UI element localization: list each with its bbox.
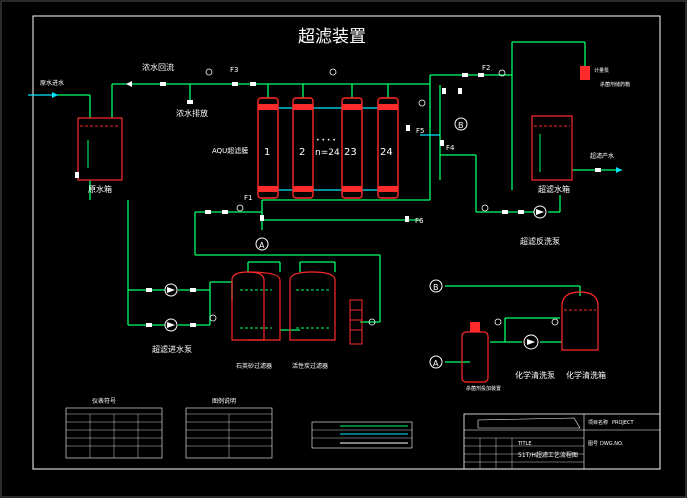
title-block: [463, 413, 661, 470]
connector-b-top-label: B: [458, 121, 464, 130]
module-2-label: 2: [299, 147, 305, 158]
connector-a-top-label: A: [259, 241, 265, 250]
uf-module-24: [377, 97, 399, 199]
pressure-gauges: [205, 68, 559, 326]
project-label: 项目名称: [588, 419, 608, 426]
dosing-tank-label: 杀菌剂储药箱: [600, 81, 630, 88]
legend-symbols-table: [65, 407, 163, 459]
project-value: PROJECT: [612, 420, 635, 426]
module-model-label: AQU超滤膜: [212, 146, 248, 155]
backwash-pump-label: 超滤反洗泵: [520, 236, 560, 246]
return-arrow-icon: [126, 81, 132, 87]
feed-pump-1: [164, 283, 178, 297]
f6-label: F6: [415, 217, 424, 225]
f4-label: F4: [446, 144, 455, 152]
connector-a-bottom-label: A: [433, 359, 439, 368]
legend-lines-title: 图例说明: [212, 397, 236, 405]
title-label: TITLE: [517, 441, 532, 447]
drawing-border: [32, 15, 661, 470]
chem-clean-pump-label: 化学清洗泵: [515, 370, 555, 380]
module-1-label: 1: [264, 147, 270, 158]
backwash-pump: [533, 205, 547, 219]
drawing-no-value: DWG.NO.: [600, 441, 624, 447]
legend-symbols-title: 仪表符号: [92, 397, 116, 405]
module-dots: • • • •: [316, 137, 336, 144]
raw-water-in-label: 原水进水: [40, 79, 64, 87]
sand-filter-label: 石英砂过滤器: [236, 362, 272, 370]
uf-module-1: [257, 97, 279, 199]
connector-b-bottom-label: B: [433, 283, 439, 292]
module-23-label: 23: [344, 147, 357, 158]
dosing-device: [461, 322, 489, 383]
ultrafiltrate-out-label: 超滤产水: [590, 152, 614, 160]
feed-pump-label: 超滤进水泵: [152, 344, 192, 354]
module-n-label: n=24: [315, 148, 340, 158]
connector-a-bottom: [429, 355, 443, 369]
sand-filter: [231, 271, 281, 341]
connector-a-top: [255, 237, 269, 251]
raw-water-tank-label: 原水箱: [88, 184, 112, 194]
concentrate-return-label: 浓水回流: [142, 62, 174, 72]
concentrate-drain-label: 浓水排放: [176, 108, 208, 118]
carbon-filter-label: 活性炭过滤器: [292, 362, 328, 370]
pipe-network: [58, 41, 622, 363]
dosing-device-label: 杀菌剂投加装置: [466, 385, 501, 392]
chem-clean-tank-label: 化学清洗箱: [566, 370, 606, 380]
valve-markers: [75, 73, 601, 327]
dosing-pump-label: 计量泵: [594, 67, 609, 74]
connector-b-top: [454, 117, 468, 131]
drawing-title: 超滤装置: [298, 27, 366, 47]
inlet-arrow-icon: [52, 92, 58, 98]
uf-module-23: [341, 97, 363, 199]
chem-clean-tank: [561, 291, 599, 351]
f5-label: F5: [416, 127, 424, 135]
f2-label: F2: [482, 64, 490, 72]
feed-pump-2: [164, 318, 178, 332]
f3-label: F3: [230, 66, 238, 74]
drawing-no-label: 图号: [588, 441, 598, 447]
chem-clean-pump: [523, 334, 539, 350]
product-arrow-icon: [616, 167, 622, 173]
ultrafiltrate-tank-label: 超滤水箱: [538, 184, 570, 194]
dosing-pump: [580, 66, 590, 80]
security-filter: [349, 299, 363, 345]
title-value: 51T/H超滤工艺流程图: [518, 451, 578, 459]
ultrafiltrate-tank: [531, 115, 573, 181]
f1-label: F1: [244, 194, 252, 202]
carbon-filter: [289, 271, 336, 341]
uf-module-2: [292, 97, 314, 199]
raw-water-tank: [77, 117, 123, 181]
legend-lines-table: [185, 407, 273, 459]
connector-b-bottom: [429, 279, 443, 293]
module-24-label: 24: [380, 147, 393, 158]
pipe-legend-box: [311, 421, 413, 449]
